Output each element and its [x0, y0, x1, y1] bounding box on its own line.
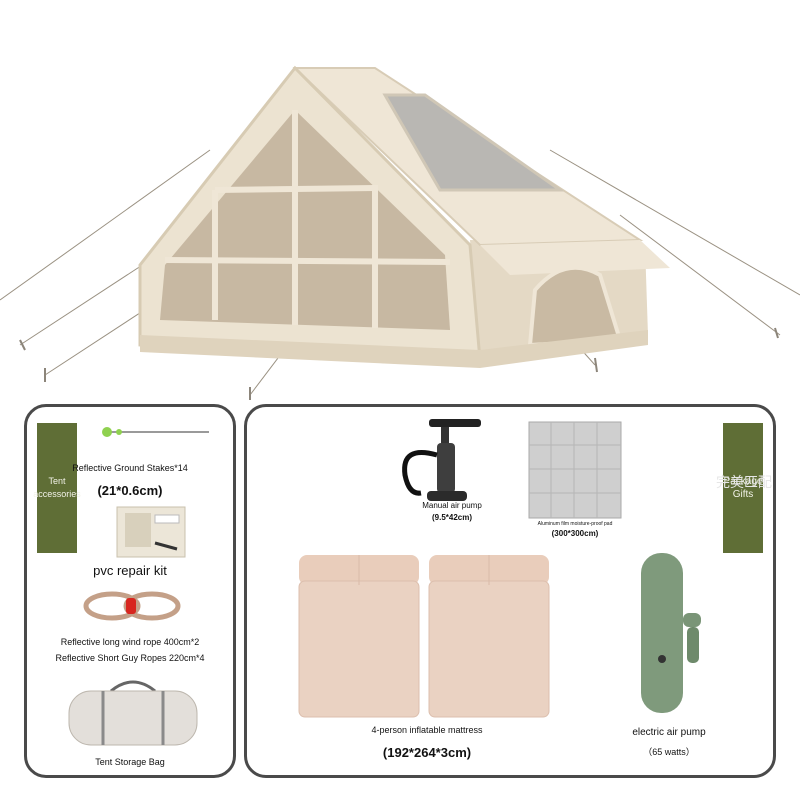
short-guy-ropes-label: Reflective Short Guy Ropes 220cm*4 [55, 653, 205, 663]
electric-air-pump-size: （65 watts） [643, 747, 695, 757]
tent-image [0, 65, 800, 400]
inflatable-mattress-size: (192*264*3cm) [382, 745, 472, 760]
inflatable-mattress-label: 4-person inflatable mattress [371, 725, 483, 735]
electric-air-pump-label: electric air pump [632, 727, 706, 738]
tent-accessories-tab: Tent accessories [33, 423, 81, 553]
ground-stakes-size: (21*0.6cm) [97, 483, 163, 498]
aluminum-pad-size: (300*300cm) [551, 529, 599, 538]
storage-bag-icon [68, 680, 198, 746]
electric-air-pump-icon [641, 553, 701, 713]
ground-stake-icon [102, 427, 209, 437]
inflatable-mattress-icon [298, 555, 550, 718]
repair-kit-label: pvc repair kit [93, 563, 167, 578]
package-gifts-tab: Package Gifts [723, 423, 763, 553]
repair-kit-icon [116, 506, 186, 558]
wind-rope-icon [83, 591, 181, 621]
manual-air-pump-size: (9.5*42cm) [431, 513, 473, 522]
ground-stakes-label: Reflective Ground Stakes*14 [72, 463, 188, 473]
long-wind-rope-label: Reflective long wind rope 400cm*2 [60, 637, 200, 647]
aluminum-pad-label: Aluminum film moisture-proof pad [537, 521, 613, 527]
package-gifts-panel: Package Gifts Manual air pump (9.5*42cm)… [244, 404, 776, 778]
aluminum-pad-icon [528, 421, 622, 519]
tent-accessories-panel: Tent accessories Reflective Ground Stake… [24, 404, 236, 778]
edge-text: 完美匹配 [716, 474, 772, 490]
manual-air-pump-icon [402, 419, 481, 501]
manual-air-pump-label: Manual air pump [422, 501, 482, 510]
storage-bag-label: Tent Storage Bag [95, 757, 165, 767]
